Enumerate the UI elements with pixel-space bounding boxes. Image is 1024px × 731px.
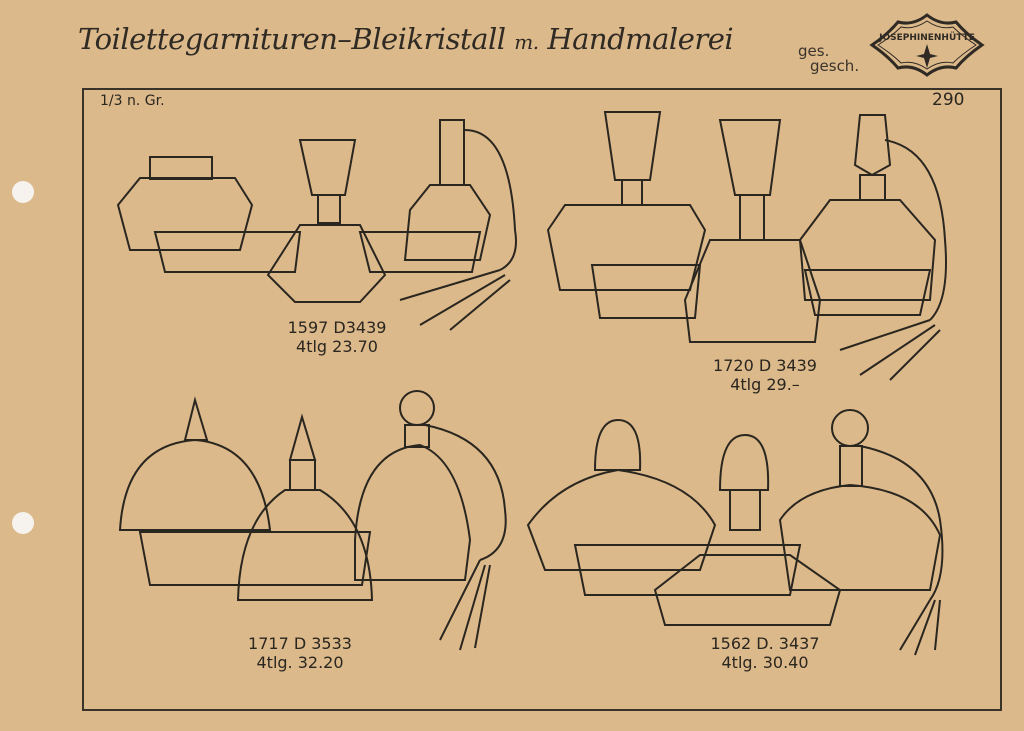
set-caption: 1562 D. 3437 4tlg. 30.40 bbox=[680, 634, 850, 672]
set-1597-illustration bbox=[116, 119, 517, 331]
ges: ges. bbox=[798, 42, 830, 60]
josephinenhuette-logo: JOSEPHINENHÜTTE bbox=[869, 13, 985, 77]
title-text: Handmalerei bbox=[547, 22, 734, 56]
set-number: 1562 D. 3437 bbox=[710, 634, 820, 653]
svg-text:JOSEPHINENHÜTTE: JOSEPHINENHÜTTE bbox=[878, 32, 975, 43]
scale-note: 1/3 n. Gr. bbox=[100, 93, 165, 109]
punch-hole bbox=[12, 512, 34, 534]
title-text: m. bbox=[514, 30, 539, 54]
title-text: Toilettegarnituren–Bleikristall bbox=[78, 22, 506, 56]
set-number: 1597 D3439 bbox=[287, 318, 387, 337]
set-number: 1720 D 3439 bbox=[713, 356, 817, 375]
set-caption: 1720 D 3439 4tlg 29.– bbox=[680, 356, 850, 394]
set-1720-illustration bbox=[546, 111, 947, 381]
catalog-frame bbox=[82, 88, 1002, 711]
set-price: 4tlg 29.– bbox=[730, 375, 800, 394]
punch-hole bbox=[12, 181, 34, 203]
set-price: 4tlg. 32.20 bbox=[256, 653, 344, 672]
set-caption: 1597 D3439 4tlg 23.70 bbox=[262, 318, 412, 356]
ges-gesch-note: ges.gesch. bbox=[798, 44, 859, 74]
set-number: 1717 D 3533 bbox=[248, 634, 352, 653]
gesch: gesch. bbox=[810, 57, 860, 75]
page-number: 290 bbox=[932, 90, 965, 110]
set-caption: 1717 D 3533 4tlg. 32.20 bbox=[215, 634, 385, 672]
page-title: Toilettegarnituren–Bleikristall m. Handm… bbox=[78, 22, 734, 56]
set-1562-illustration bbox=[526, 409, 944, 656]
set-price: 4tlg. 30.40 bbox=[721, 653, 809, 672]
set-1717-illustration bbox=[118, 390, 507, 651]
set-price: 4tlg 23.70 bbox=[296, 337, 378, 356]
